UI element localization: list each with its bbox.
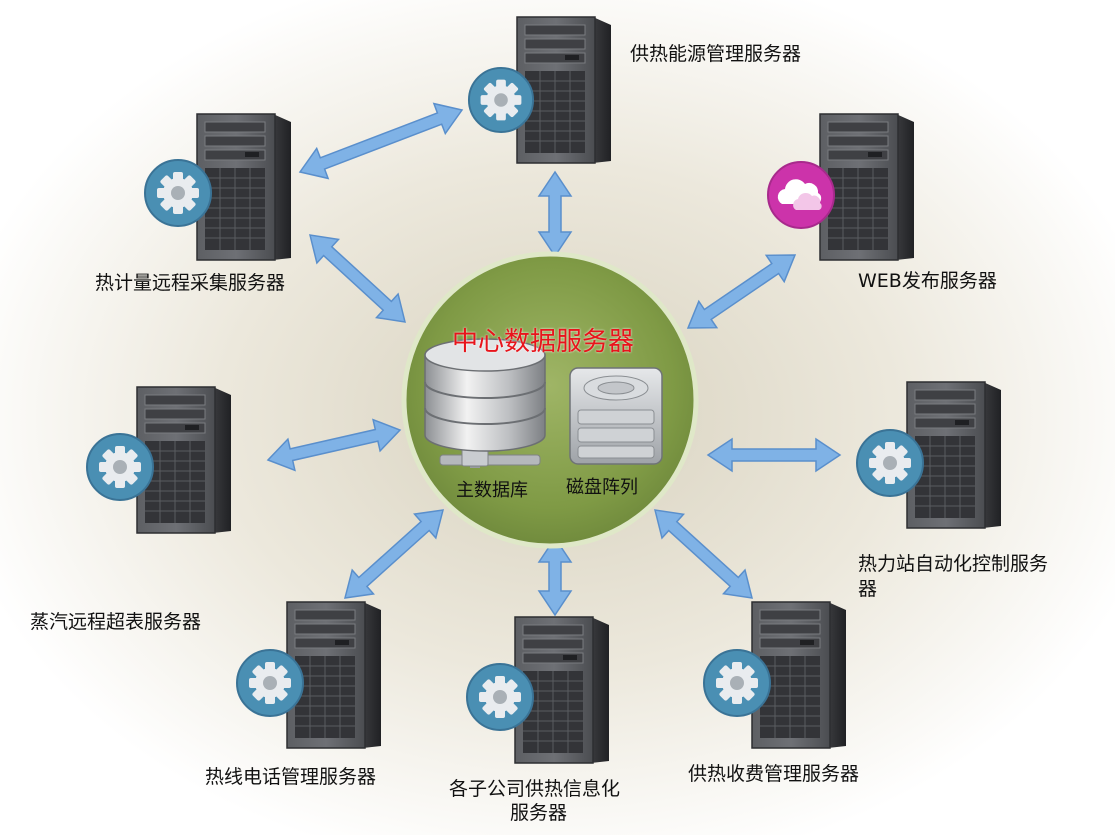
cloud-icon [767,161,835,229]
arrow-steam-center [266,418,402,472]
disk-array-icon [569,367,663,465]
server-label-subsidiary: 各子公司供热信息化 [449,778,621,800]
server-label-billing: 供热收费管理服务器 [688,763,860,785]
server-label-steam: 蒸汽远程超表服务器 [30,611,202,633]
arrow-subsidiary-center [537,536,573,617]
server-label-subsidiary-line2: 服务器 [510,802,568,824]
gear-icon [703,649,771,717]
server-label-station-control-line2: 器 [858,578,878,600]
gear-icon [86,433,154,501]
arrow-energy-metering [298,102,464,180]
database-icon [424,338,546,468]
connection-arrows [266,102,842,617]
gear-icon [144,159,212,227]
server-label-metering: 热计量远程采集服务器 [95,272,286,294]
gear-icon [856,429,924,497]
database-label: 主数据库 [456,480,528,501]
disk-array-label: 磁盘阵列 [566,477,638,498]
arrow-station-center [706,437,842,473]
hub-circle [401,251,699,549]
arrow-billing-center [653,509,754,599]
gear-icon [466,663,534,731]
arrow-web-center [686,254,797,329]
server-label-energy: 供热能源管理服务器 [630,43,802,65]
server-label-station-control: 热力站自动化控制服务 [858,553,1049,575]
arrow-hotline-center [343,509,445,599]
central-data-server-hub [401,251,699,549]
server-label-hotline: 热线电话管理服务器 [205,766,377,788]
gear-icon [236,649,304,717]
arrow-metering-center [309,234,406,323]
server-label-web: WEB发布服务器 [858,270,997,292]
gear-icon [467,66,535,134]
center-title: 中心数据服务器 [452,327,635,357]
